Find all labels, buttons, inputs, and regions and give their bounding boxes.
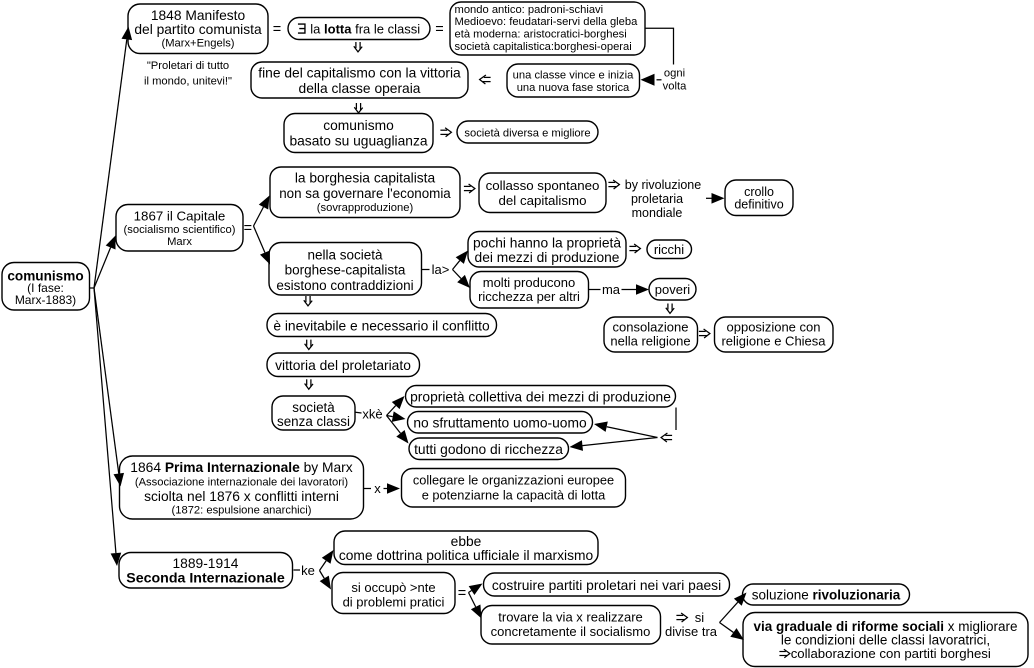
svg-text:xkè: xkè: [362, 407, 382, 422]
svg-text:=: =: [435, 22, 443, 38]
svg-text:divise tra: divise tra: [665, 624, 718, 639]
svg-text:crollo: crollo: [744, 185, 774, 199]
svg-text:costruire partiti proletari ne: costruire partiti proletari nei vari pae…: [492, 578, 721, 593]
svg-text:della classe operaia: della classe operaia: [299, 81, 421, 96]
svg-text:x: x: [374, 481, 381, 496]
svg-text:una classe vince e inizia: una classe vince e inizia: [513, 69, 634, 81]
svg-text:1889-1914: 1889-1914: [173, 556, 239, 571]
svg-text:ebbe: ebbe: [451, 534, 482, 549]
svg-text:ke: ke: [301, 563, 315, 578]
svg-text:età moderna: aristocratici-bor: età moderna: aristocratici-borghesi: [455, 29, 627, 41]
svg-text:(Marx+Engels): (Marx+Engels): [161, 37, 234, 49]
svg-text:molti producono: molti producono: [483, 275, 576, 290]
svg-text:ma: ma: [602, 282, 621, 297]
svg-text:vittoria del proletariato: vittoria del proletariato: [275, 358, 411, 373]
svg-text:del capitalismo: del capitalismo: [499, 193, 587, 208]
svg-text:le condizioni delle classi lav: le condizioni delle classi lavoratrici,: [781, 632, 990, 647]
svg-text:collasso spontaneo: collasso spontaneo: [486, 178, 600, 193]
svg-text:si occupò >nte: si occupò >nte: [351, 580, 435, 595]
svg-text:società diversa e migliore: società diversa e migliore: [464, 127, 590, 139]
svg-text:tutti godono di ricchezza: tutti godono di ricchezza: [414, 442, 563, 457]
svg-text:e potenziarne la capacità di l: e potenziarne la capacità di lotta: [422, 487, 606, 502]
svg-text:società capitalistica:borghesi: società capitalistica:borghesi-operai: [455, 41, 632, 53]
svg-text:di problemi pratici: di problemi pratici: [343, 595, 445, 610]
svg-text:collegare le organizzazioni eu: collegare le organizzazioni europee: [413, 472, 614, 487]
svg-text:no sfruttamento uomo-uomo: no sfruttamento uomo-uomo: [413, 415, 587, 430]
svg-text:esistono contraddizioni: esistono contraddizioni: [276, 278, 413, 293]
svg-text:=: =: [458, 586, 466, 602]
svg-text:il mondo, unitevi!": il mondo, unitevi!": [144, 75, 232, 87]
svg-text:nella religione: nella religione: [610, 334, 690, 349]
svg-text:sciolta nel 1876 x conflitti i: sciolta nel 1876 x conflitti interni: [144, 489, 339, 504]
svg-text:Seconda Internazionale: Seconda Internazionale: [126, 571, 285, 587]
svg-text:Marx: Marx: [167, 236, 192, 248]
svg-text:trovare la via x realizzare: trovare la via x realizzare: [498, 610, 643, 625]
svg-text:mondo antico: padroni-schiavi: mondo antico: padroni-schiavi: [455, 4, 604, 16]
svg-text:concretamente il socialismo: concretamente il socialismo: [491, 624, 651, 639]
svg-text:opposizione con: opposizione con: [727, 320, 821, 335]
svg-text:(I fase:: (I fase:: [27, 281, 64, 295]
svg-text:la lotta fra le classi: la lotta fra le classi: [310, 21, 420, 36]
svg-text:soluzione rivoluzionaria: soluzione rivoluzionaria: [752, 587, 901, 602]
svg-text:non sa governare l'economia: non sa governare l'economia: [279, 186, 451, 201]
svg-text:dei mezzi di produzione: dei mezzi di produzione: [475, 250, 620, 265]
svg-text:(1872: espulsione anarchici): (1872: espulsione anarchici): [172, 504, 312, 516]
svg-text:del partito comunista: del partito comunista: [134, 22, 262, 37]
svg-text:proprietà collettiva dei mezzi: proprietà collettiva dei mezzi di produz…: [410, 389, 671, 404]
svg-text:=: =: [273, 22, 281, 38]
svg-text:1867 il Capitale: 1867 il Capitale: [134, 209, 226, 224]
svg-text:senza classi: senza classi: [277, 414, 350, 429]
svg-text:proletaria: proletaria: [631, 192, 683, 206]
svg-text:fine del capitalismo con la vi: fine del capitalismo con la vittoria: [258, 65, 461, 80]
svg-text:definitivo: definitivo: [734, 197, 783, 211]
svg-text:by rivoluzione: by rivoluzione: [625, 178, 701, 192]
svg-text:è inevitabile e necessario il: è inevitabile e necessario il conflitto: [273, 318, 490, 333]
svg-text:=: =: [244, 221, 252, 237]
svg-text:(Associazione internazionale d: (Associazione internazionale dei lavorat…: [135, 476, 349, 488]
svg-text:una nuova fase storica: una nuova fase storica: [517, 82, 630, 94]
svg-text:società: società: [292, 400, 335, 415]
svg-text:Marx-1883): Marx-1883): [15, 293, 76, 307]
svg-text:borghese-capitalista: borghese-capitalista: [285, 262, 406, 277]
svg-text:si: si: [695, 610, 705, 625]
svg-text:basato su uguaglianza: basato su uguaglianza: [289, 133, 427, 148]
svg-text:via graduale di riforme social: via graduale di riforme sociali x miglio…: [753, 619, 1017, 634]
svg-text:Medioevo: feudatari-servi dell: Medioevo: feudatari-servi della gleba: [455, 16, 639, 28]
svg-text:nella società: nella società: [307, 247, 383, 262]
svg-text:ricchezza per altri: ricchezza per altri: [478, 289, 580, 304]
svg-text:(sovrapproduzione): (sovrapproduzione): [317, 202, 414, 214]
svg-text:consolazione: consolazione: [613, 320, 689, 335]
svg-text:come dottrina politica ufficia: come dottrina politica ufficiale il marx…: [339, 548, 594, 563]
svg-text:pochi hanno la proprietà: pochi hanno la proprietà: [473, 235, 621, 250]
svg-text:poveri: poveri: [655, 282, 691, 297]
svg-text:la>: la>: [432, 262, 450, 277]
svg-text:comunismo: comunismo: [7, 268, 83, 283]
svg-text:"Proletari di tutto: "Proletari di tutto: [147, 60, 229, 72]
svg-text:(socialismo scientifico): (socialismo scientifico): [124, 224, 236, 236]
svg-text:comunismo: comunismo: [323, 118, 394, 133]
svg-text:mondiale: mondiale: [632, 206, 683, 220]
svg-text:1848 Manifesto: 1848 Manifesto: [151, 8, 246, 23]
svg-text:la borghesia capitalista: la borghesia capitalista: [295, 170, 436, 185]
svg-text:volta: volta: [663, 80, 687, 92]
svg-text:ogni: ogni: [664, 67, 685, 79]
svg-text:ricchi: ricchi: [654, 242, 684, 257]
svg-text:1864 Prima Internazionale by M: 1864 Prima Internazionale by Marx: [130, 460, 352, 475]
svg-text:collaborazione con partiti bor: collaborazione con partiti borghesi: [791, 646, 991, 661]
svg-text:religione e Chiesa: religione e Chiesa: [721, 334, 826, 349]
